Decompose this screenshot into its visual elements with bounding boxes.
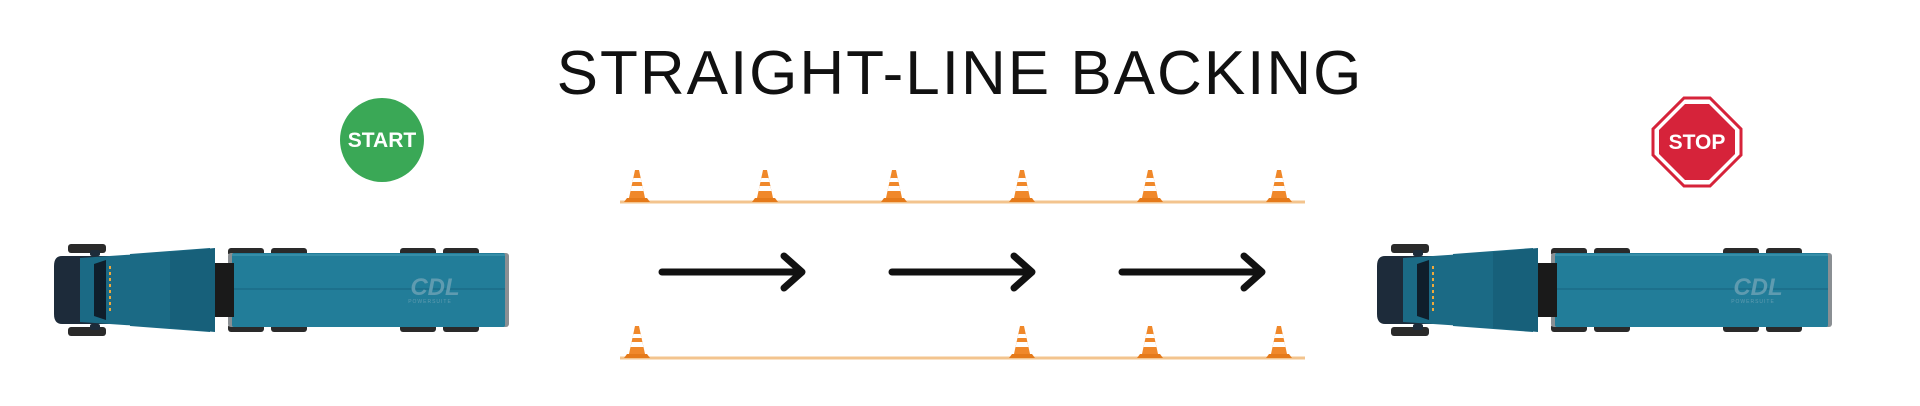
start-badge-label: START — [348, 129, 417, 152]
start-badge: START — [340, 98, 424, 182]
traffic-cone-icon — [1266, 170, 1292, 202]
stop-sign: STOP — [1651, 96, 1743, 188]
stop-truck: CDL POWERSUITE — [1376, 243, 1833, 337]
traffic-cone-icon — [1009, 326, 1035, 358]
diagram-title: STRAIGHT-LINE BACKING — [557, 39, 1364, 108]
traffic-cone-icon — [1266, 326, 1292, 358]
top-cone-row — [624, 170, 1292, 202]
traffic-cone-icon — [881, 170, 907, 202]
traffic-cone-icon — [1009, 170, 1035, 202]
stop-truck-logo: CDL — [1733, 274, 1782, 301]
stop-sign-label: STOP — [1669, 131, 1726, 154]
bottom-cone-row — [624, 326, 1292, 358]
traffic-cone-icon — [624, 170, 650, 202]
stop-sign-octagon — [1659, 104, 1735, 180]
stop-truck-logo-sub: POWERSUITE — [1731, 299, 1775, 305]
traffic-cone-icon — [624, 326, 650, 358]
arrow-right-icon — [1118, 252, 1266, 292]
start-truck-logo-sub: POWERSUITE — [408, 299, 452, 305]
traffic-cone-icon — [752, 170, 778, 202]
direction-arrows — [658, 252, 1266, 292]
arrow-right-icon — [658, 252, 806, 292]
start-truck: CDL POWERSUITE — [53, 243, 510, 337]
start-truck-logo: CDL — [410, 274, 459, 301]
traffic-cone-icon — [1137, 326, 1163, 358]
arrow-right-icon — [888, 252, 1036, 292]
traffic-cone-icon — [1137, 170, 1163, 202]
